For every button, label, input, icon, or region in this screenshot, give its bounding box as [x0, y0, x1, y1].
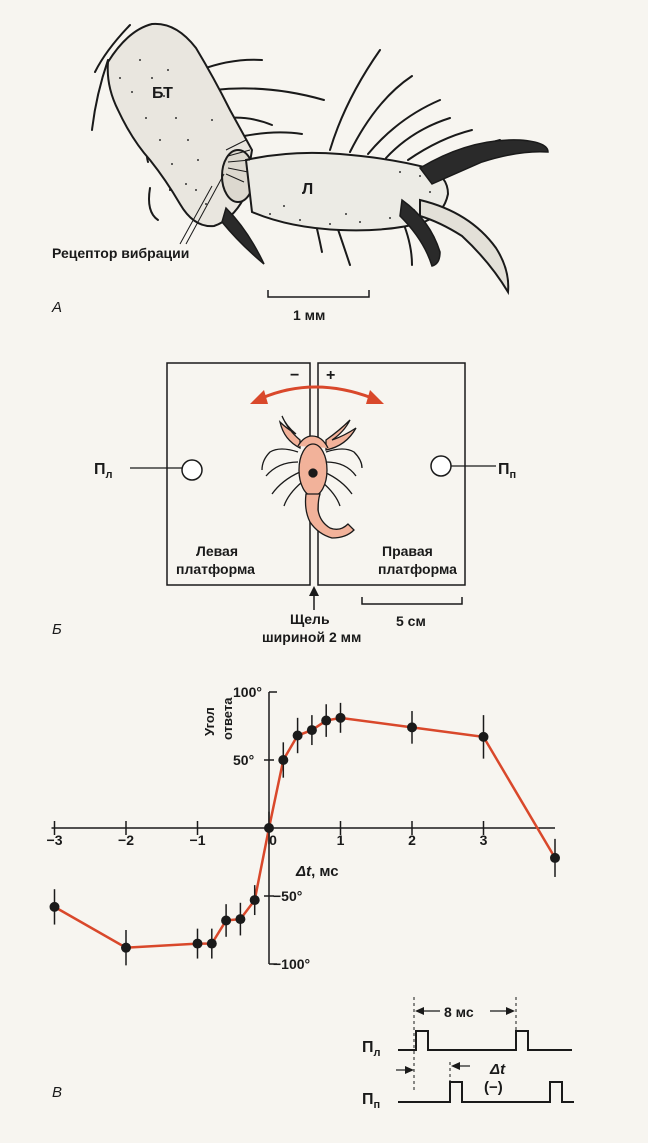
period-arrow-head-right — [506, 1007, 515, 1015]
y-axis-label-1: Угол — [202, 707, 217, 736]
gap-label-2: шириной 2 мм — [262, 629, 361, 645]
data-point — [249, 895, 260, 906]
period-label: 8 мс — [444, 1004, 474, 1020]
y-tick-label: 100° — [233, 684, 262, 700]
dt-label: Δt — [489, 1061, 506, 1078]
data-point — [550, 852, 560, 863]
x-tick-label: 3 — [480, 832, 488, 848]
x-tick-label: −2 — [118, 832, 134, 848]
tarsus-shading — [269, 171, 431, 225]
x-tick-label: −3 — [47, 832, 63, 848]
response-angle-chart: −3 −2 −1 0 1 2 3 100° 50° −50° −100° — [47, 684, 560, 972]
data-point — [478, 731, 489, 742]
panel-a-leg-drawing — [91, 22, 549, 296]
claw-lower — [419, 198, 510, 296]
receptor-label: Рецептор вибрации — [52, 245, 189, 261]
vibration-receptor-organ — [225, 139, 251, 183]
rotation-arrow — [250, 385, 384, 404]
dt-sign-label: (−) — [484, 1079, 503, 1096]
panel-c-label: В — [52, 1084, 62, 1101]
plus-sign: + — [326, 367, 335, 384]
right-stimulator — [430, 455, 452, 477]
right-platform-label-1: Правая — [382, 543, 433, 559]
scorpion-right-claw — [325, 419, 357, 451]
right-platform-label-2: платформа — [378, 561, 457, 577]
data-point — [221, 915, 232, 926]
right-stimulus-trace — [398, 1081, 574, 1103]
x-tick-label: 1 — [337, 832, 345, 848]
minus-sign: − — [290, 367, 299, 384]
dt-arrow-right-head — [451, 1062, 460, 1070]
x-tick-label: 0 — [269, 832, 277, 848]
data-point — [407, 722, 417, 733]
claw-upper — [418, 139, 549, 185]
x-tick-label: −1 — [190, 832, 206, 848]
receptor-pointer-line-1 — [179, 185, 213, 245]
left-platform-label-1: Левая — [196, 543, 238, 559]
tibia-segment — [106, 22, 254, 228]
panel-a-scale-label: 1 мм — [293, 307, 325, 323]
left-stimulus-trace-label: Пл — [362, 1039, 381, 1059]
data-point — [121, 942, 131, 953]
data-point — [278, 755, 289, 765]
panel-b-label: Б — [52, 621, 62, 638]
right-stimulus-trace-label: Пп — [362, 1091, 380, 1111]
tarsus-label: Л — [302, 181, 313, 198]
tibia-label: БТ — [152, 85, 173, 102]
left-stimulator-label: Пл — [94, 461, 113, 481]
left-stimulator — [181, 459, 203, 481]
gap-arrow-head — [309, 586, 319, 596]
data-point — [335, 712, 346, 723]
data-point — [264, 823, 274, 833]
dt-arrow-left-head — [405, 1066, 414, 1074]
data-point — [49, 901, 60, 912]
right-stimulator-label: Пп — [498, 461, 516, 481]
y-tick-label: −100° — [273, 956, 310, 972]
panel-a-label: А — [51, 299, 62, 316]
scorpion — [261, 415, 363, 539]
data-line — [53, 716, 557, 949]
x-axis-label: Δt, мс — [295, 863, 339, 880]
claw-small — [399, 198, 441, 267]
receptor-pointer-line-2 — [185, 173, 225, 245]
scorpion-eye-mark — [308, 468, 318, 478]
scorpion-tail — [304, 493, 355, 539]
data-point — [235, 914, 246, 925]
left-stimulus-trace — [398, 1030, 572, 1051]
period-arrow-head-left — [415, 1007, 424, 1015]
panel-b-scale-bar — [361, 597, 463, 605]
y-axis-label-2: ответа — [220, 697, 235, 740]
data-point — [192, 938, 203, 949]
tarsus-segment — [244, 151, 450, 232]
y-tick-label: 50° — [233, 752, 254, 768]
joint-spur — [221, 206, 265, 265]
gap-label-1: Щель — [290, 611, 330, 627]
left-platform-label-2: платформа — [176, 561, 255, 577]
y-tick-label: −50° — [273, 888, 302, 904]
data-point — [321, 715, 332, 726]
data-point — [306, 725, 317, 736]
panel-a-scale-bar — [267, 290, 370, 298]
data-point — [292, 730, 303, 741]
data-point — [206, 938, 217, 949]
scorpion-left-claw — [278, 415, 301, 450]
panel-b-scale-label: 5 см — [396, 613, 426, 629]
x-tick-label: 2 — [408, 832, 416, 848]
